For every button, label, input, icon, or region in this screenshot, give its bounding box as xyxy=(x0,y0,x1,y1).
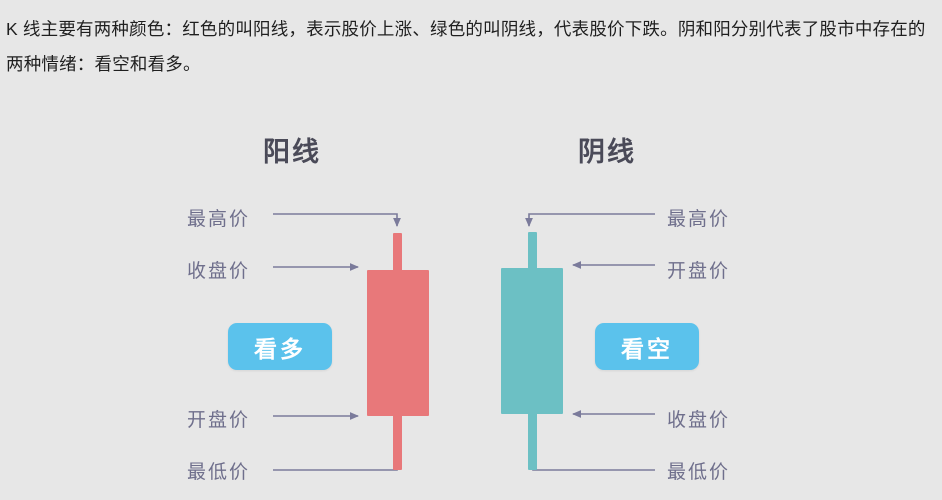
annotation-connectors xyxy=(273,213,655,471)
bearish-panel-title: 阴线 xyxy=(578,137,636,167)
label-bullish-high-price: 最高价 xyxy=(187,209,251,230)
label-bearish-close-price: 收盘价 xyxy=(667,410,731,431)
label-bullish-close-price: 收盘价 xyxy=(187,261,251,282)
label-bearish-open-price: 开盘价 xyxy=(667,261,731,282)
connector-high-right xyxy=(525,213,655,227)
bullish-panel-title: 阳线 xyxy=(263,137,321,167)
connector-low-right xyxy=(529,459,655,471)
label-bearish-low-price: 最低价 xyxy=(667,462,731,483)
label-bullish-open-price: 开盘价 xyxy=(187,410,251,431)
intro-paragraph: K 线主要有两种颜色：红色的叫阳线，表示股价上涨、绿色的叫阴线，代表股价下跌。阴… xyxy=(6,19,926,74)
bullish-sentiment-badge: 看多 xyxy=(228,323,332,370)
connector-low-left xyxy=(273,459,401,471)
connector-high-left xyxy=(273,213,401,227)
bearish-candle-body xyxy=(501,268,563,414)
bullish-candle-body xyxy=(367,270,429,416)
kline-diagram: 阳线 阴线 xyxy=(0,100,942,500)
label-bearish-high-price: 最高价 xyxy=(667,209,731,230)
label-bullish-low-price: 最低价 xyxy=(187,462,251,483)
bearish-sentiment-badge: 看空 xyxy=(595,323,699,370)
